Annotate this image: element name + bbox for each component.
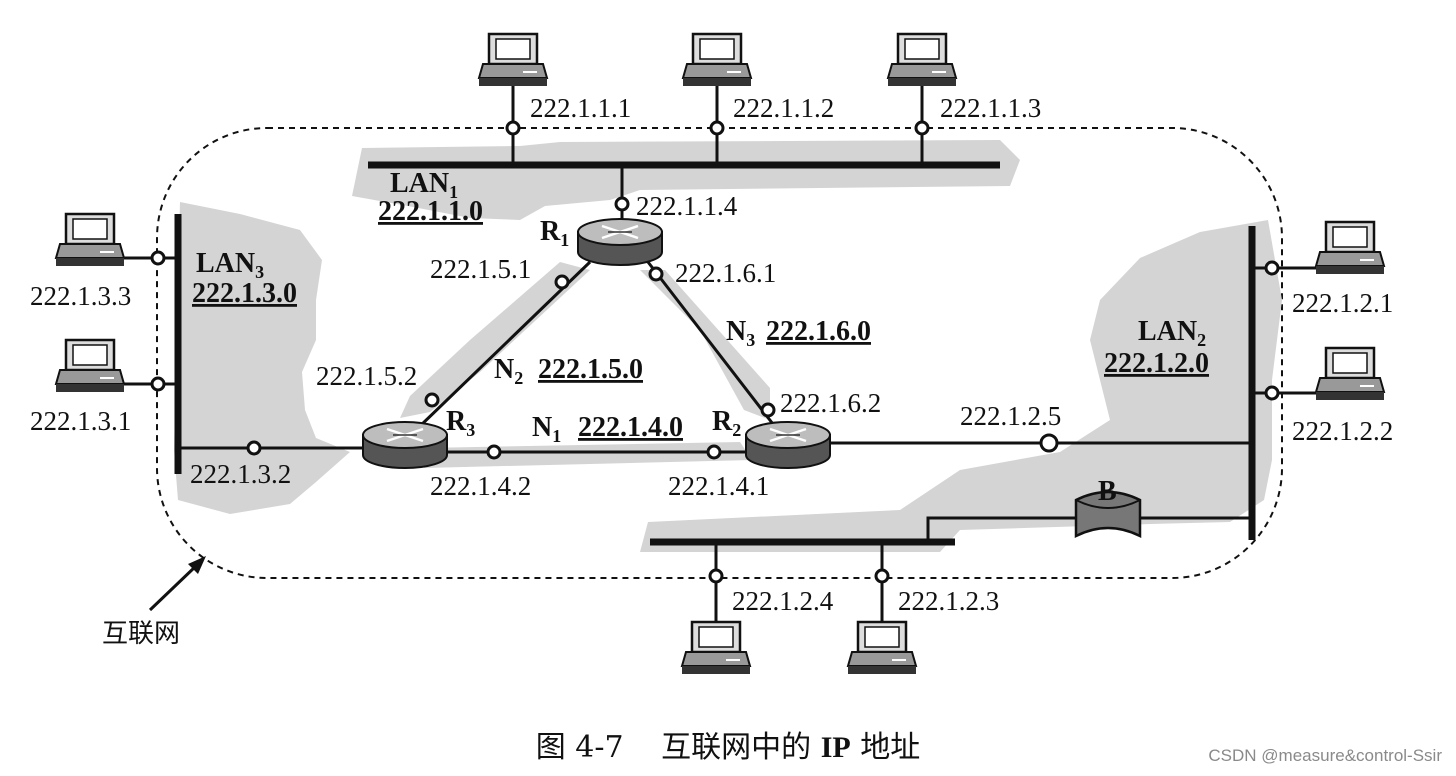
watermark: CSDN @measure&control-Ssir <box>1208 746 1442 765</box>
lan2-address: 222.1.2.0 <box>1104 348 1209 379</box>
host-222-1-3-3 <box>54 212 126 268</box>
addr-222-1-1-4: 222.1.1.4 <box>636 191 738 221</box>
n3-link <box>646 261 778 429</box>
bridge-label: B <box>1098 476 1117 507</box>
caption-prefix: 互联网中的 <box>661 730 812 765</box>
addr-222-1-2-4: 222.1.2.4 <box>732 586 834 616</box>
addr-222-1-2-2: 222.1.2.2 <box>1292 416 1393 446</box>
bridge-b <box>1074 490 1142 539</box>
host-222-1-2-2 <box>1314 346 1386 402</box>
r1-label: R1 <box>540 216 569 250</box>
addr-222-1-1-3: 222.1.1.3 <box>940 93 1041 123</box>
host-222-1-1-2 <box>681 32 753 88</box>
host-222-1-2-3 <box>846 620 918 676</box>
n1-name: N1 <box>532 412 561 446</box>
lan2-name: LAN2 <box>1138 316 1206 350</box>
addr-222-1-6-1: 222.1.6.1 <box>675 258 776 288</box>
addr-222-1-6-2: 222.1.6.2 <box>780 388 881 418</box>
router-r2 <box>744 420 832 470</box>
internet-label: 互联网 <box>102 618 180 648</box>
router-labels: R1 R3 R2 B <box>446 216 1117 507</box>
addr-222-1-3-2: 222.1.3.2 <box>190 459 291 489</box>
host-222-1-1-3 <box>886 32 958 88</box>
host-222-1-3-1 <box>54 338 126 394</box>
r3-label: R3 <box>446 406 475 440</box>
addr-222-1-2-3: 222.1.2.3 <box>898 586 999 616</box>
caption-suffix: 地址 <box>860 730 921 765</box>
host-222-1-1-1 <box>477 32 549 88</box>
r2-label: R2 <box>712 406 741 440</box>
network-labels: LAN1 222.1.1.0 LAN3 222.1.3.0 LAN2 222.1… <box>192 168 1209 446</box>
interface-ports <box>150 120 1280 584</box>
host-222-1-2-1 <box>1314 220 1386 276</box>
n2-name: N2 <box>494 354 523 388</box>
addr-222-1-3-1: 222.1.3.1 <box>30 406 131 436</box>
lan3-address: 222.1.3.0 <box>192 278 297 309</box>
router-r3 <box>361 420 449 470</box>
internet-pointer <box>148 556 206 612</box>
addr-222-1-2-5: 222.1.2.5 <box>960 401 1061 431</box>
router-r1 <box>576 217 664 267</box>
host-222-1-2-4 <box>680 620 752 676</box>
addr-222-1-2-1: 222.1.2.1 <box>1292 288 1393 318</box>
addr-222-1-5-1: 222.1.5.1 <box>430 254 531 284</box>
address-labels: 222.1.1.1 222.1.1.2 222.1.1.3 222.1.1.4 … <box>30 93 1393 616</box>
caption-ip: IP <box>820 731 851 764</box>
n2-link <box>416 260 592 430</box>
addr-222-1-4-2: 222.1.4.2 <box>430 471 531 501</box>
addr-222-1-3-3: 222.1.3.3 <box>30 281 131 311</box>
addr-222-1-5-2: 222.1.5.2 <box>316 361 417 391</box>
addr-222-1-4-1: 222.1.4.1 <box>668 471 769 501</box>
n3-name: N3 <box>726 316 755 350</box>
n2-address: 222.1.5.0 <box>538 354 643 385</box>
n1-address: 222.1.4.0 <box>578 412 683 443</box>
figure-caption: 图 4-7 互联网中的 IP 地址 <box>0 722 1456 766</box>
lan1-address: 222.1.1.0 <box>378 196 483 227</box>
lan1-name: LAN1 <box>390 168 458 202</box>
lan3-name: LAN3 <box>196 248 264 282</box>
addr-222-1-1-1: 222.1.1.1 <box>530 93 631 123</box>
network-shading <box>174 140 1282 552</box>
figure-number: 图 4-7 <box>535 730 624 765</box>
addr-222-1-1-2: 222.1.1.2 <box>733 93 834 123</box>
n3-address: 222.1.6.0 <box>766 316 871 347</box>
